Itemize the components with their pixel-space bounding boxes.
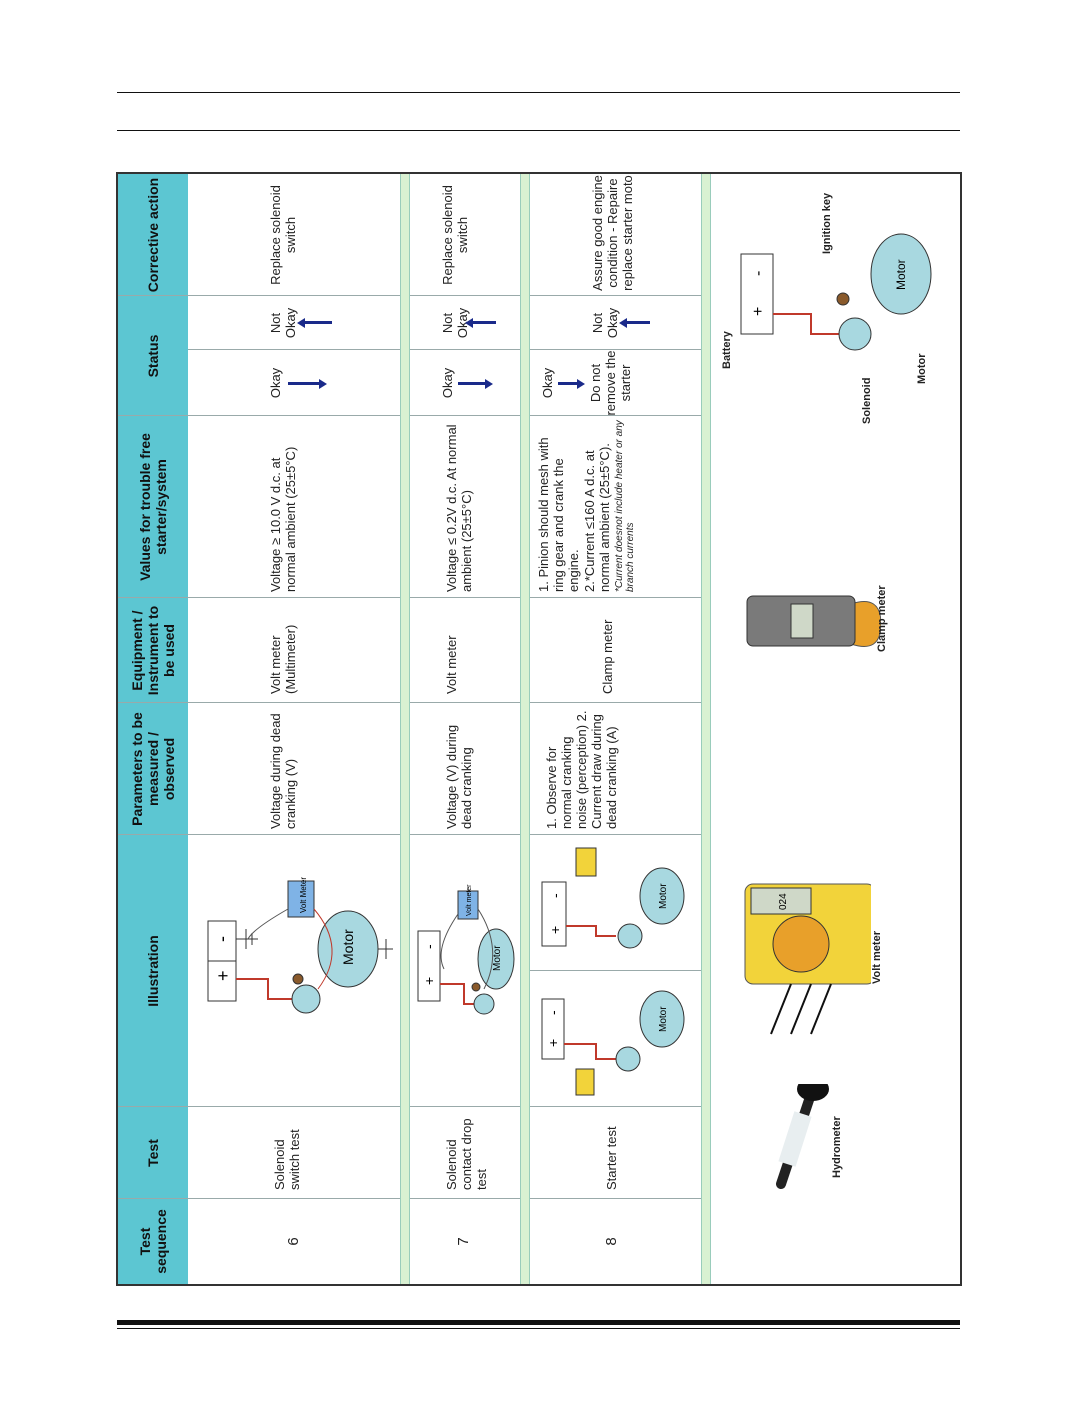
row-equipment: Volt meter [444, 635, 459, 694]
arrow-right-icon [288, 382, 320, 385]
row-values-note: *Current doesnot include heater or any b… [614, 420, 636, 592]
status-okay-sub: Do not remove the starter [588, 350, 633, 416]
header-rule-bottom [117, 130, 960, 131]
clamp-meter-label: Clamp meter [876, 585, 888, 652]
contact-drop-test-illustration: + - Motor Volt meter [417, 884, 515, 1015]
starter-circuit-diagram: + - Motor [740, 233, 932, 351]
row-parameters: 1. Observe for normal cranking noise (pe… [544, 710, 619, 829]
arrow-up-icon [304, 321, 332, 324]
row-equipment: Clamp meter [600, 619, 615, 694]
header-equipment: Equipment / Instrument to be used [129, 605, 177, 696]
status-okay: Okay [440, 367, 455, 399]
status-not-okay: Not Okay [590, 307, 620, 339]
volt-meter-image: 024 [744, 883, 871, 1035]
table-header: Test sequence Test Illustration Paramete… [118, 174, 188, 1284]
hydrometer-label: Hydrometer [831, 1116, 843, 1178]
table-row: 8 Starter test + - Motor + - Motor 1. Ob… [530, 174, 701, 1284]
svg-text:-: - [545, 1010, 561, 1015]
header-test: Test [145, 1139, 161, 1167]
status-okay: Okay [268, 367, 283, 399]
arrow-up-icon [626, 321, 650, 324]
row-seq: 8 [603, 1237, 620, 1246]
troubleshooting-table: Test sequence Test Illustration Paramete… [116, 172, 962, 1286]
svg-text:+: + [750, 307, 767, 316]
row-separator [520, 174, 530, 1284]
header-rule-top [117, 92, 960, 93]
row-values: Voltage ≤ 0.2V d.c. At normal ambient (2… [444, 424, 474, 592]
row-values-1: 1. Pinion should mesh with ring gear and… [536, 437, 581, 592]
starter-test-illustration-b: + - Motor [541, 847, 685, 949]
row-equipment: Volt meter (Multimeter) [268, 624, 298, 694]
row-seq: 7 [455, 1237, 472, 1246]
row-values-2: 2.*Current ≤160 A d.c. at normal ambient… [582, 443, 612, 592]
svg-text:Motor: Motor [340, 929, 356, 965]
table-row: 6 Solenoid switch test + - Motor Volt Me… [188, 174, 400, 1284]
ignition-key-label: Ignition key [821, 192, 833, 254]
status-not-okay: Not Okay [268, 307, 298, 339]
row-values: Voltage ≥ 10.0 V d.c. at normal ambient … [268, 446, 298, 592]
arrow-up-icon [472, 321, 496, 324]
svg-text:+: + [547, 926, 563, 934]
volt-meter-label: Volt meter [871, 931, 883, 984]
svg-text:024: 024 [778, 893, 789, 910]
svg-text:Motor: Motor [894, 259, 908, 290]
battery-label: Battery [721, 331, 733, 369]
svg-text:-: - [212, 936, 232, 942]
header-parameters: Parameters to be measured / observed [129, 712, 177, 826]
footer-rule-thin [117, 1328, 960, 1329]
arrow-down-icon [558, 382, 578, 385]
header-status: Status [145, 334, 161, 378]
status-okay: Okay [540, 367, 555, 399]
table-row: 7 Solenoid contact drop test + - Motor V… [410, 174, 520, 1284]
svg-text:Motor: Motor [658, 1006, 669, 1032]
arrow-right-icon [458, 382, 486, 385]
starter-test-illustration-a: + - Motor [541, 990, 685, 1096]
header-action: Corrective action [145, 177, 161, 293]
motor-label: Motor [916, 353, 928, 384]
row-test: Solenoid contact drop test [444, 1118, 489, 1190]
svg-text:Motor: Motor [492, 945, 503, 971]
row-action: Assure good engine condition - Repaire r… [590, 175, 635, 291]
hydrometer-image [776, 1084, 829, 1189]
footer-rule-thick [117, 1320, 960, 1325]
svg-text:+: + [545, 1039, 561, 1047]
row-test: Solenoid switch test [272, 1129, 302, 1190]
row-parameters: Voltage during dead cranking (V) [268, 713, 298, 829]
row-action: Replace solenoid switch [268, 185, 298, 285]
solenoid-switch-test-illustration: + - Motor Volt Meter [207, 877, 393, 1014]
svg-text:-: - [547, 893, 563, 898]
row-test: Starter test [604, 1126, 619, 1190]
row-action: Replace solenoid switch [440, 185, 470, 285]
svg-text:-: - [750, 271, 767, 276]
row-seq: 6 [285, 1237, 302, 1246]
svg-text:+: + [421, 977, 437, 985]
row-parameters: Voltage (V) during dead cranking [444, 724, 474, 829]
svg-text:-: - [421, 944, 437, 949]
svg-text:Volt meter: Volt meter [466, 884, 473, 916]
clamp-meter-image [746, 595, 881, 647]
header-values: Values for trouble free starter/system [137, 433, 169, 581]
svg-text:+: + [213, 970, 233, 981]
table-container: Test sequence Test Illustration Paramete… [116, 172, 962, 1286]
header-illustration: Illustration [145, 935, 161, 1007]
svg-text:Volt Meter: Volt Meter [299, 877, 308, 913]
header-seq: Test sequence [137, 1209, 169, 1274]
solenoid-label: Solenoid [861, 377, 873, 424]
row-separator [400, 174, 410, 1284]
svg-text:Motor: Motor [658, 883, 669, 909]
instruments-panel: Hydrometer 024 Volt meter Clamp meter + … [711, 174, 962, 1284]
row-separator [701, 174, 711, 1284]
